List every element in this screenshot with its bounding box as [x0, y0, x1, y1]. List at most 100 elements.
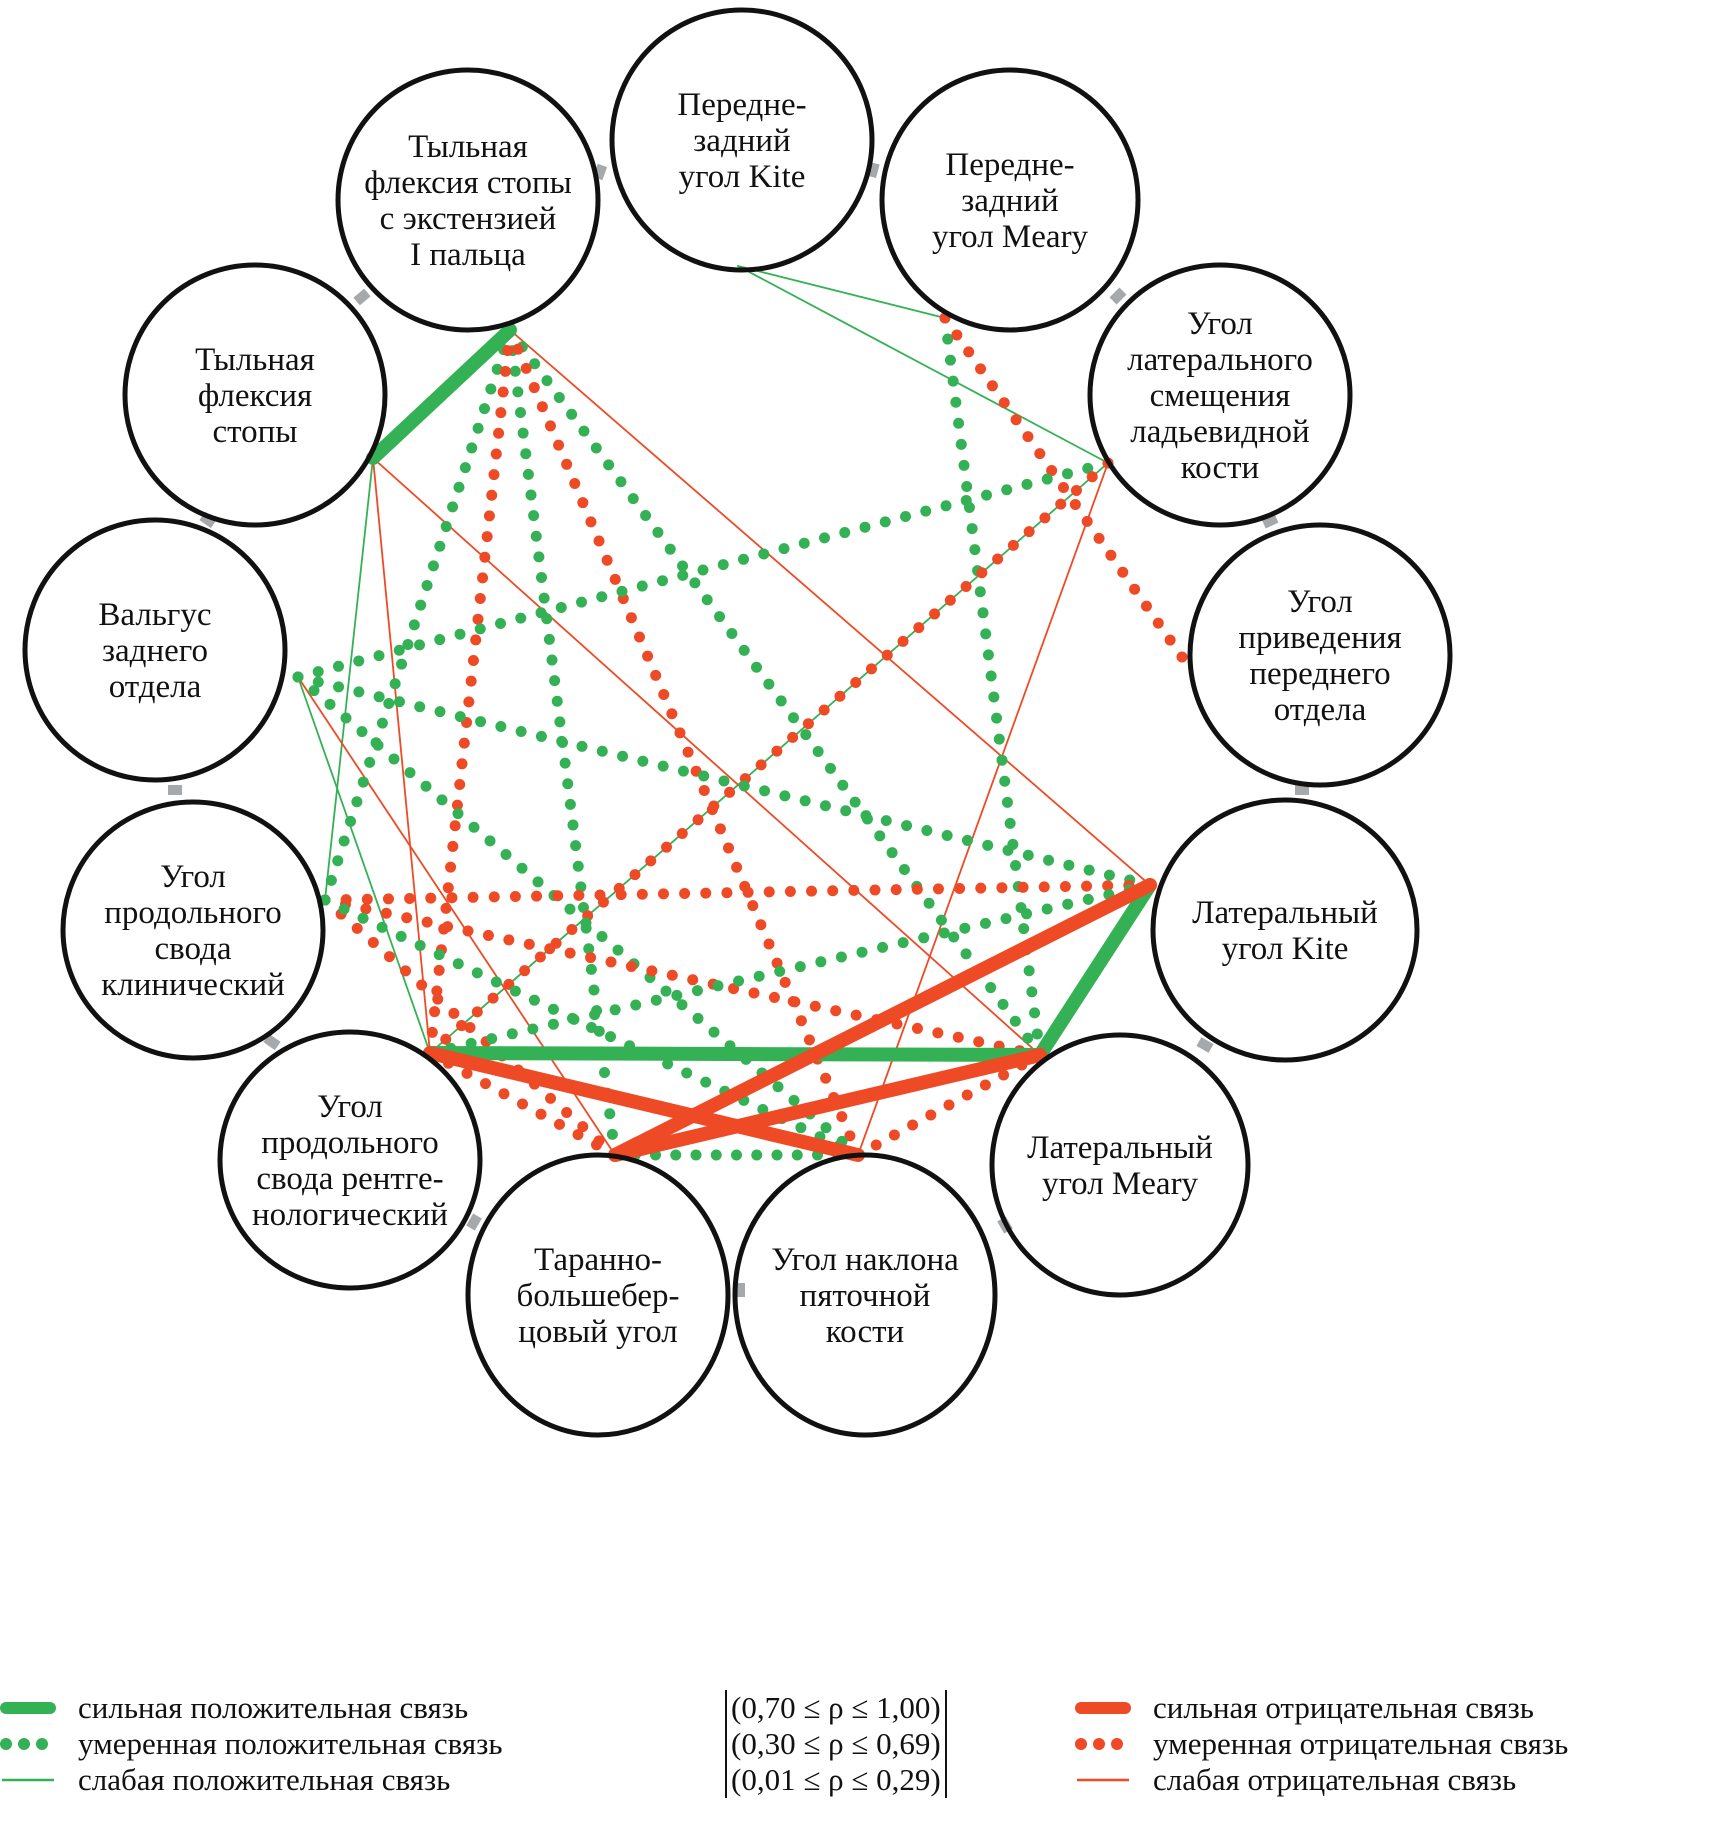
- edge-dot: [953, 417, 965, 429]
- edge-dot: [721, 887, 733, 899]
- edge-dot: [434, 540, 446, 552]
- edge-dot: [753, 970, 765, 982]
- edge-dot: [759, 785, 771, 797]
- edge-dot: [471, 967, 483, 979]
- edge-dot: [880, 815, 892, 827]
- edge-dot: [536, 401, 548, 413]
- legend-item-weak-negative: слабая отрицательная связь: [1075, 1762, 1568, 1798]
- edge-dot: [755, 759, 767, 771]
- node-circle: [609, 7, 875, 273]
- edge-dot: [981, 489, 992, 501]
- edge-weak-positive-n0-n2: [737, 265, 1109, 464]
- edge-dot: [452, 808, 464, 820]
- node-label-line: переднего: [1249, 656, 1390, 692]
- edge-dot: [890, 884, 902, 896]
- edge-dot: [738, 780, 750, 792]
- edge-dot: [436, 794, 448, 806]
- edge-dot: [886, 847, 898, 859]
- edge-dot: [564, 947, 576, 959]
- edge-dot: [528, 994, 540, 1006]
- edge-dot: [758, 548, 770, 560]
- node-label-line: кости: [826, 1314, 904, 1350]
- edge-dot: [442, 921, 454, 933]
- edge-dot: [617, 750, 629, 762]
- edge-dot: [714, 611, 726, 623]
- edge-dot: [512, 343, 524, 355]
- edge-dot: [588, 984, 600, 996]
- edge-dot: [819, 800, 831, 812]
- edge-dot: [459, 462, 471, 474]
- edge-dot: [679, 887, 691, 899]
- edge-dot: [687, 974, 699, 986]
- edge-dot: [586, 1022, 597, 1033]
- node-separators: [168, 161, 1309, 1297]
- edge-dot: [1001, 796, 1013, 808]
- edge-dot: [490, 976, 502, 988]
- node-circle: [1187, 522, 1453, 788]
- edge-dot: [657, 575, 668, 587]
- edge-dot: [477, 572, 489, 584]
- edge-dot: [468, 821, 480, 833]
- edge-dot: [562, 778, 574, 790]
- edge-dot: [497, 386, 509, 398]
- node-n7: Таранно-большебер-цовый угол: [465, 1152, 731, 1438]
- node-label-line: флексия стопы: [364, 165, 572, 201]
- node-circle: [217, 1029, 483, 1291]
- edge-dot: [985, 982, 997, 994]
- edge-dot: [755, 919, 767, 931]
- edge-dot: [594, 889, 606, 901]
- edge-dot: [865, 663, 877, 675]
- node-circle: [122, 262, 388, 528]
- edge-strong-negative-n7-n4: [608, 878, 1157, 1162]
- edge-dot: [464, 1022, 476, 1033]
- node-label-line: Передне-: [677, 87, 806, 123]
- edge-dot: [467, 891, 479, 903]
- edge-dot: [815, 956, 827, 968]
- edge-dot: [427, 560, 439, 572]
- edge-strong-negative-n7-n5: [608, 1048, 1047, 1162]
- edge-dot: [963, 346, 975, 358]
- edge-weak-negative-n11-n8: [372, 457, 431, 1054]
- edge-dot: [629, 869, 641, 881]
- edge-dot: [974, 586, 986, 598]
- node-circle: [1150, 797, 1420, 1063]
- legend-item-moderate-negative: умеренная отрицательная связь: [1075, 1726, 1568, 1762]
- edge-dot: [733, 975, 745, 987]
- edge-dot: [1026, 986, 1038, 998]
- edge-dot: [938, 927, 950, 939]
- edge-dot: [1018, 923, 1030, 935]
- edge-dot: [606, 1128, 618, 1140]
- edge-dot: [960, 948, 972, 960]
- edge-dot: [456, 758, 468, 770]
- edge-dot: [961, 480, 973, 492]
- edge-dot: [615, 476, 627, 488]
- edge-dot: [454, 711, 466, 723]
- separator-mark: [466, 1213, 482, 1231]
- edge-dot: [1022, 849, 1034, 861]
- edge-dot: [566, 408, 578, 420]
- edge-dot: [819, 532, 830, 544]
- edge-dot: [723, 842, 735, 854]
- edge-dot: [578, 425, 590, 437]
- edge-dot: [393, 696, 405, 708]
- edge-dot: [535, 730, 547, 742]
- edge-dot: [897, 635, 909, 647]
- edge-dot: [605, 956, 617, 968]
- separator-mark: [353, 288, 371, 306]
- edge-weak-negative-n11-n5: [372, 457, 1041, 1056]
- node-label-line: угол Meary: [1042, 1166, 1199, 1202]
- edge-dot: [993, 733, 1005, 745]
- edge-dot: [637, 755, 649, 767]
- edge-dot: [421, 916, 433, 928]
- edge-dot: [544, 943, 556, 955]
- edge-dot: [661, 841, 673, 853]
- edge-dot: [976, 567, 988, 579]
- edge-dot: [1062, 468, 1073, 480]
- edge-dot: [757, 1103, 769, 1115]
- edge-dot: [779, 976, 791, 988]
